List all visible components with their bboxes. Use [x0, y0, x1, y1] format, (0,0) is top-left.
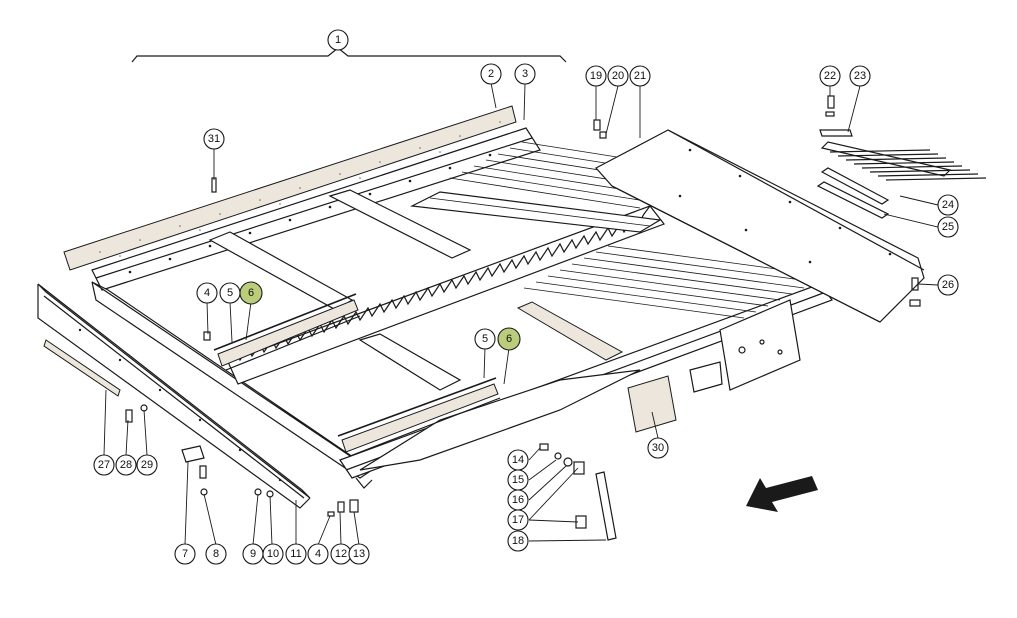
svg-text:7: 7 — [182, 548, 188, 560]
svg-text:20: 20 — [612, 70, 624, 82]
svg-text:30: 30 — [652, 442, 664, 454]
callout-23: 23 — [849, 65, 871, 87]
callout-13: 13 — [348, 543, 370, 565]
svg-text:28: 28 — [120, 459, 132, 471]
svg-text:25: 25 — [942, 221, 954, 233]
svg-text:8: 8 — [213, 548, 219, 560]
callout-10: 10 — [262, 543, 284, 565]
leader-lines — [103, 82, 939, 546]
callout-4-lower: 4 — [307, 543, 329, 565]
svg-text:16: 16 — [512, 494, 524, 506]
cross-strip-right — [337, 377, 501, 457]
callout-15: 15 — [507, 469, 529, 491]
callout-12: 12 — [330, 543, 352, 565]
svg-text:26: 26 — [942, 279, 954, 291]
callout-29: 29 — [136, 454, 158, 476]
svg-text:9: 9 — [250, 548, 256, 560]
callout-9: 9 — [242, 543, 264, 565]
svg-text:24: 24 — [942, 199, 954, 211]
callout-27: 27 — [93, 454, 115, 476]
svg-text:5: 5 — [482, 333, 488, 345]
svg-text:2: 2 — [488, 68, 494, 80]
callout-4-upper: 4 — [196, 282, 218, 304]
svg-text:4: 4 — [315, 548, 321, 560]
svg-text:19: 19 — [590, 70, 602, 82]
top-sealing-strip — [63, 105, 517, 271]
callout-6-right: 6 — [497, 327, 521, 351]
callout-11: 11 — [285, 543, 307, 565]
callout-6-left: 6 — [239, 281, 263, 305]
left-side-angle — [37, 283, 311, 509]
callout-8: 8 — [205, 543, 227, 565]
svg-text:29: 29 — [141, 459, 153, 471]
svg-text:1: 1 — [335, 34, 341, 46]
callout-14: 14 — [507, 449, 529, 471]
callout-28: 28 — [115, 454, 137, 476]
svg-text:27: 27 — [98, 459, 110, 471]
callout-26: 26 — [937, 274, 959, 296]
svg-text:11: 11 — [290, 548, 301, 560]
svg-text:18: 18 — [512, 535, 524, 547]
main-frame — [91, 141, 833, 489]
callout-24: 24 — [937, 194, 959, 216]
svg-text:31: 31 — [208, 133, 220, 145]
svg-text:22: 22 — [824, 70, 836, 82]
callout-20: 20 — [607, 65, 629, 87]
callout-5-left: 5 — [219, 282, 241, 304]
callout-5-right: 5 — [474, 328, 496, 350]
callout-25: 25 — [937, 216, 959, 238]
callout-30: 30 — [647, 437, 669, 459]
svg-text:12: 12 — [335, 548, 347, 560]
finger-comb — [816, 141, 987, 219]
callout-7: 7 — [174, 543, 196, 565]
svg-text:15: 15 — [512, 474, 524, 486]
assembly-bracket — [131, 47, 567, 63]
svg-text:6: 6 — [506, 333, 512, 345]
callout-3: 3 — [514, 63, 536, 85]
svg-text:3: 3 — [522, 68, 528, 80]
svg-text:21: 21 — [634, 70, 646, 82]
svg-text:4: 4 — [204, 287, 210, 299]
right-cover-panel — [595, 129, 925, 323]
callout-19: 19 — [585, 65, 607, 87]
foam-block-center — [516, 301, 624, 361]
callout-18: 18 — [507, 530, 529, 552]
callout-1: 1 — [327, 29, 349, 51]
arrow-down-left-icon — [746, 476, 818, 512]
svg-text:13: 13 — [353, 548, 365, 560]
callout-16: 16 — [507, 489, 529, 511]
callout-2: 2 — [480, 63, 502, 85]
svg-text:6: 6 — [248, 287, 254, 299]
callout-31: 31 — [203, 128, 225, 150]
svg-text:5: 5 — [227, 287, 233, 299]
svg-text:14: 14 — [512, 454, 524, 466]
top-angle-rail — [91, 127, 541, 291]
callout-22: 22 — [819, 65, 841, 87]
svg-text:10: 10 — [267, 548, 279, 560]
svg-text:17: 17 — [512, 514, 524, 526]
left-foam-strip — [43, 339, 121, 397]
cross-strip-left — [213, 293, 361, 371]
callout-17: 17 — [507, 509, 529, 531]
callout-21: 21 — [629, 65, 651, 87]
svg-text:23: 23 — [854, 70, 866, 82]
